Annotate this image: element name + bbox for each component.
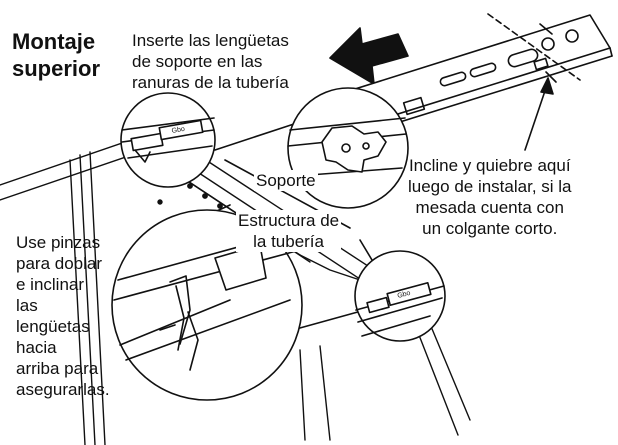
title-line-2: superior xyxy=(12,56,101,81)
pliers-line-3: e inclinar xyxy=(16,275,85,294)
insert-tabs-line-2: de soporte en las xyxy=(132,52,263,71)
title-line-1: Montaje xyxy=(12,29,96,54)
pliers-line-8: asegurarlas. xyxy=(16,380,110,399)
pliers-label: Use pinzas para doblar e inclinar las le… xyxy=(16,232,110,400)
detail-circle-bottom-right: Gbo xyxy=(354,250,446,342)
insert-tabs-line-3: ranuras de la tubería xyxy=(132,73,289,92)
insert-tabs-label: Inserte las lengüetas de soporte en las … xyxy=(132,30,289,93)
support-label: Soporte xyxy=(254,170,318,191)
insert-tabs-line-1: Inserte las lengüetas xyxy=(132,31,289,50)
pliers-line-6: hacia xyxy=(16,338,57,357)
pliers-line-5: lengüetas xyxy=(16,317,90,336)
pipe-structure-label: Estructura de la tubería xyxy=(236,210,342,252)
pipe-structure-line-2: la tubería xyxy=(253,232,324,251)
tilt-break-line-2: luego de instalar, si la xyxy=(408,177,572,196)
diagram-title: Montaje superior xyxy=(12,28,100,82)
pliers-line-1: Use pinzas xyxy=(16,233,101,252)
detail-circle-top-left: Gbo xyxy=(120,92,216,188)
direction-arrow-icon xyxy=(329,27,409,85)
pliers-line-2: para doblar xyxy=(16,254,103,273)
pipe-structure-line-1: Estructura de xyxy=(238,211,340,230)
pliers-line-7: arriba para xyxy=(16,359,99,378)
tilt-break-line-1: Incline y quiebre aquí xyxy=(408,156,571,175)
svg-text:Gbo: Gbo xyxy=(171,126,185,135)
detail-circle-pliers xyxy=(111,209,303,401)
tilt-break-line-3: mesada cuenta con xyxy=(415,198,564,217)
pliers-line-4: las xyxy=(16,296,38,315)
tilt-break-line-4: un colgante corto. xyxy=(422,219,558,238)
detail-circle-support xyxy=(287,87,409,209)
tilt-break-label: Incline y quiebre aquí luego de instalar… xyxy=(408,155,572,239)
svg-text:Gbo: Gbo xyxy=(397,290,412,300)
